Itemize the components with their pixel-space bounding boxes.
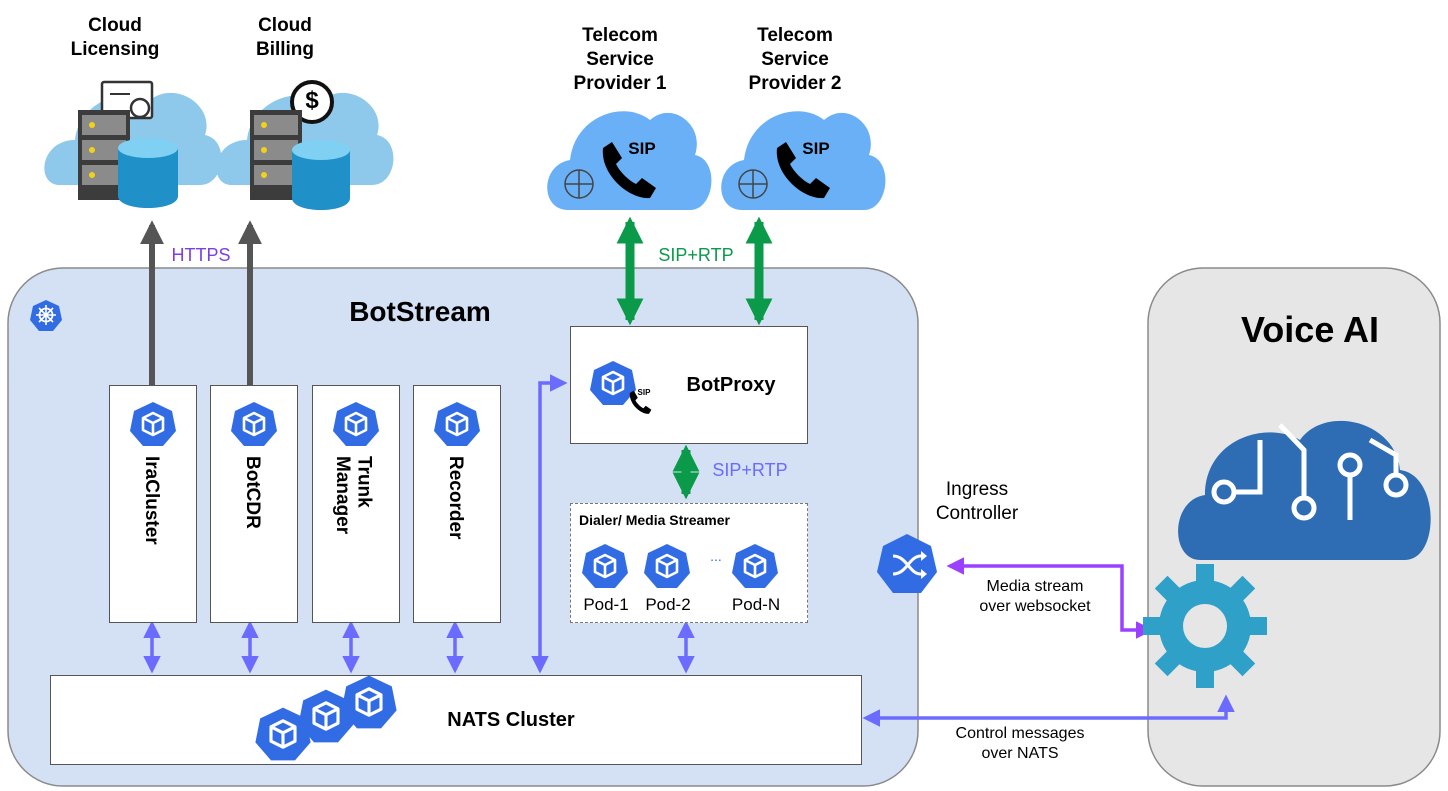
globe-icon — [564, 169, 594, 199]
service-label: Recorder — [445, 456, 466, 540]
botproxy-sip-badge: SIP — [637, 388, 651, 397]
service-botcdr: BotCDR — [210, 385, 298, 623]
pod-ellipsis: ... — [710, 548, 722, 564]
service-iracluster: IraCluster — [109, 385, 197, 623]
pod-label-n: Pod-N — [731, 595, 781, 614]
service-recorder: Recorder — [413, 385, 501, 623]
ingress-controller-label: Ingress Controller — [935, 479, 1019, 524]
sip-rtp-mid-label: SIP+RTP — [712, 460, 788, 480]
service-label: IraCluster — [141, 456, 162, 545]
botproxy-label: BotProxy — [686, 374, 776, 396]
cloud-billing-title: Cloud Billing — [255, 15, 315, 60]
service-label: BotCDR — [242, 456, 263, 529]
sip-rtp-top-label: SIP+RTP — [658, 245, 734, 265]
nats-cube-stack — [253, 676, 399, 762]
pod-label-2: Pod-2 — [645, 595, 691, 614]
provider-2-sip-badge: SIP — [802, 139, 830, 158]
service-trunk-manager: Trunk Manager — [312, 385, 400, 623]
dialer-title: Dialer/ Media Streamer — [579, 512, 730, 528]
provider-2-cloud-icon — [721, 111, 886, 210]
botstream-title: BotStream — [349, 296, 491, 327]
https-label: HTTPS — [171, 245, 231, 265]
control-messages-label: Control messages over NATS — [955, 725, 1085, 762]
media-stream-label: Media stream over websocket — [979, 578, 1091, 615]
phone-icon — [629, 390, 652, 414]
pod-cube-icon — [229, 400, 279, 448]
cloud-licensing-icon — [44, 80, 222, 208]
provider-2-title: Telecom Service Provider 2 — [748, 25, 842, 94]
cloud-billing-icon — [216, 80, 394, 210]
ingress-shuffle-icon — [877, 534, 937, 593]
dollar-symbol: $ — [305, 87, 319, 114]
pod-label-1: Pod-1 — [583, 595, 629, 614]
provider-1-title: Telecom Service Provider 1 — [573, 25, 667, 94]
voice-ai-title: Voice AI — [1240, 309, 1380, 350]
nats-cluster-label: NATS Cluster — [447, 709, 575, 731]
pod-cube-icon — [432, 400, 482, 448]
gear-icon — [1143, 564, 1267, 688]
cloud-licensing-title: Cloud Licensing — [70, 15, 160, 60]
pod-cube-icon — [588, 359, 652, 414]
service-label: Trunk Manager — [331, 456, 375, 535]
dialer-media-streamer-box: Dialer/ Media Streamer ... Pod-1 Pod-2 P… — [570, 503, 808, 623]
phone-icon — [602, 142, 656, 199]
kubernetes-helm-icon — [30, 300, 62, 331]
botproxy-box: SIP BotProxy — [570, 326, 808, 444]
nats-cluster-box: NATS Cluster — [50, 675, 862, 765]
provider-1-sip-badge: SIP — [628, 139, 656, 158]
pod-cube-icon — [128, 400, 178, 448]
ai-brain-circuit-icon — [1178, 420, 1431, 560]
pod-cube-icon — [331, 400, 381, 448]
provider-1-cloud-icon — [547, 111, 712, 210]
